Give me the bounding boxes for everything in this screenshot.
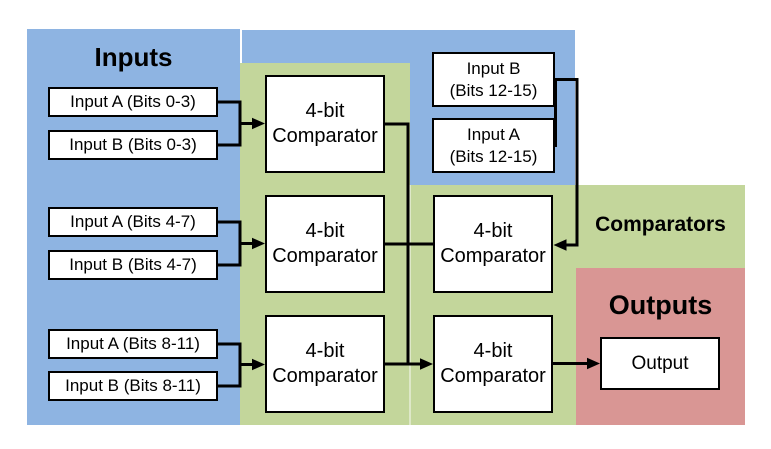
comparator-box-final-stage: 4-bit Comparator xyxy=(433,315,553,413)
comparator-box-high-stage: 4-bit Comparator xyxy=(433,195,553,293)
output-box: Output xyxy=(600,337,720,390)
input-box-a-0-3: Input A (Bits 0-3) xyxy=(48,87,218,117)
input-box-b-12-15: Input B (Bits 12-15) xyxy=(432,52,555,107)
comparator-box-bits-0-3: 4-bit Comparator xyxy=(265,75,385,173)
input-box-b-8-11: Input B (Bits 8-11) xyxy=(48,371,218,401)
input-box-a-12-15: Input A (Bits 12-15) xyxy=(432,118,555,173)
input-box-a-4-7: Input A (Bits 4-7) xyxy=(48,207,218,237)
comparator-box-bits-4-7: 4-bit Comparator xyxy=(265,195,385,293)
region-seam xyxy=(409,185,411,425)
comparator-box-bits-8-11: 4-bit Comparator xyxy=(265,315,385,413)
input-box-a-8-11: Input A (Bits 8-11) xyxy=(48,329,218,359)
input-box-b-4-7: Input B (Bits 4-7) xyxy=(48,250,218,280)
inputs-heading: Inputs xyxy=(94,42,173,72)
outputs-heading: Outputs xyxy=(608,290,713,320)
input-box-b-0-3: Input B (Bits 0-3) xyxy=(48,130,218,160)
comparators-heading: Comparators xyxy=(595,213,726,236)
